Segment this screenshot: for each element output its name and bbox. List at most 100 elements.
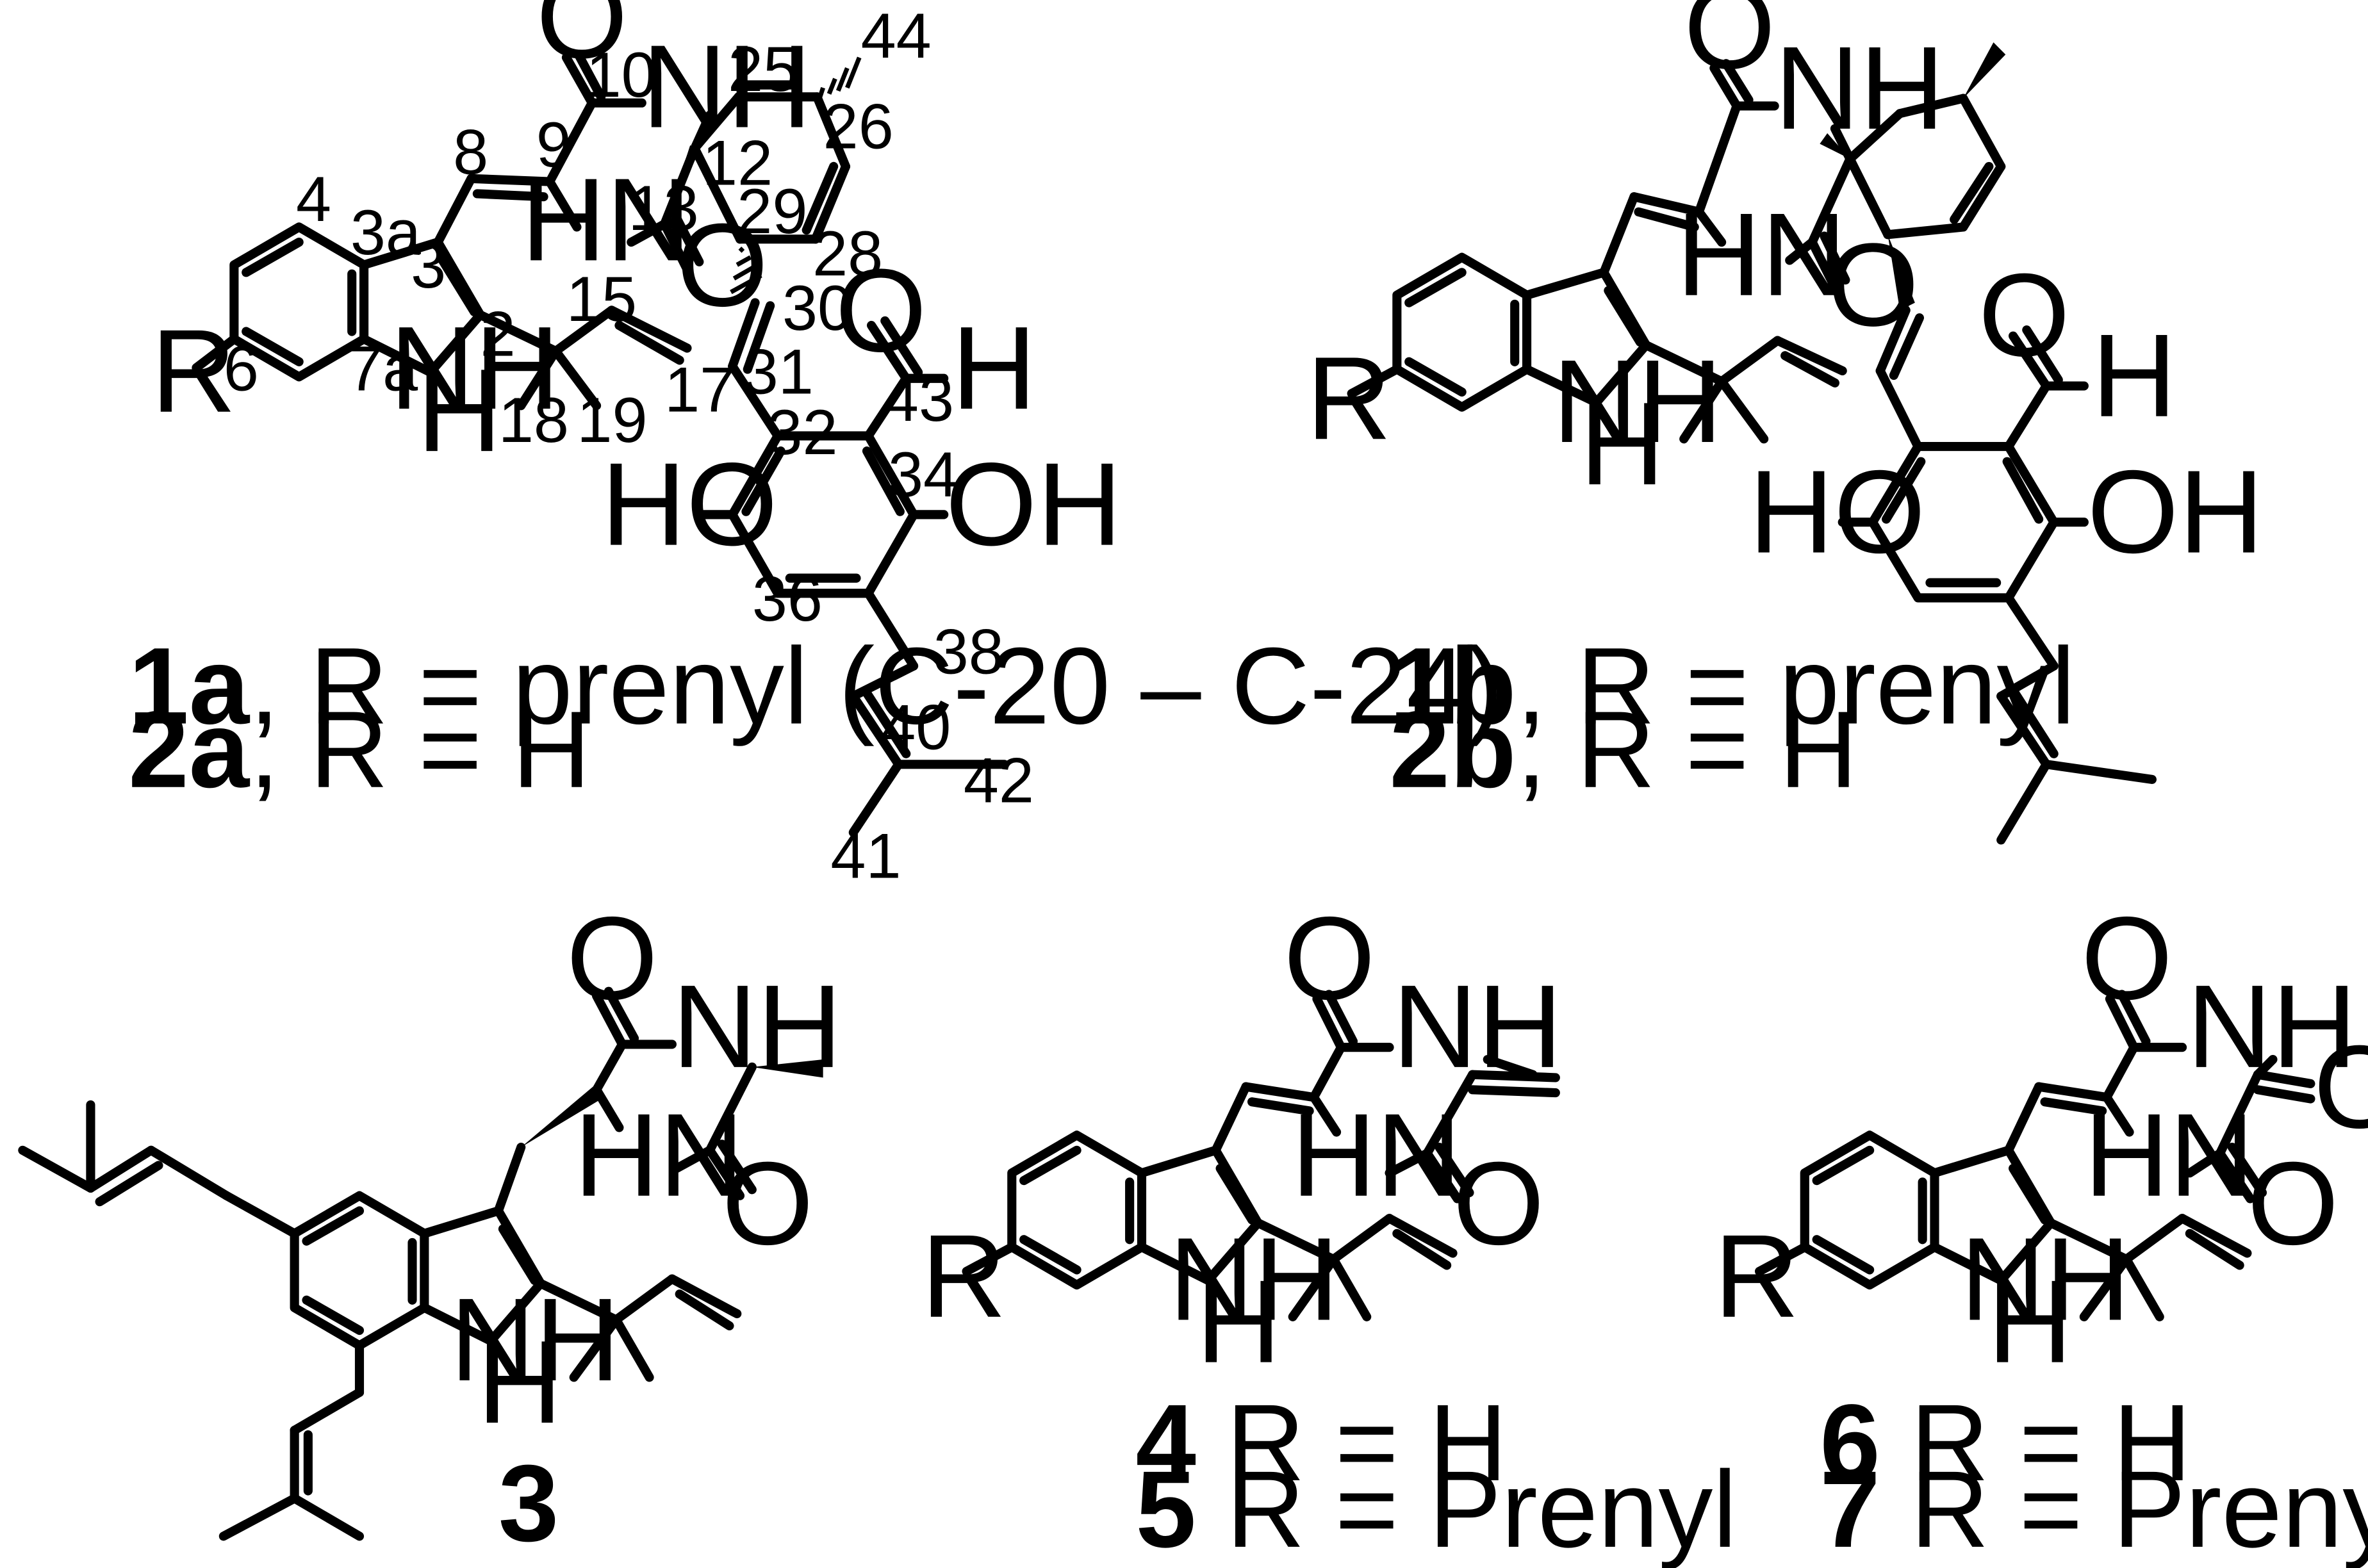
carbon-number: 2 xyxy=(481,298,516,370)
indole-nh-label: NH xyxy=(1552,336,1723,468)
r-group-label: R xyxy=(151,306,236,437)
amide-nh-label: NH xyxy=(672,961,843,1093)
amide-hn-label: HN xyxy=(2084,1090,2255,1221)
indole-nh-label: NH xyxy=(1961,1213,2131,1345)
caption-4: 4 R = H xyxy=(1136,1382,1508,1504)
carbon-numbering: 4 3a 3 8 9 10 25 26 12 13 29 28 30 31 32… xyxy=(224,34,1034,892)
r-group-label: R xyxy=(1714,1211,1799,1343)
hash-bond xyxy=(730,56,862,295)
oxygen-label: O xyxy=(1827,219,1919,351)
caption-1b: 1b, R = prenyl xyxy=(1390,625,2075,747)
hydroxyl-label: OH xyxy=(2087,446,2264,578)
wedge-bond xyxy=(1887,234,1915,311)
carbon-number: 40 xyxy=(880,692,951,764)
molecule-3: O NH HN O NH H 3 xyxy=(18,892,843,1565)
amide-nh-label: NH xyxy=(1392,961,1563,1093)
oxygen-label: O xyxy=(2081,892,2173,1024)
wedge-bond xyxy=(1963,42,2006,99)
molecule-6-7-bonds xyxy=(1755,990,2315,1321)
hydroxyl-label: OH xyxy=(946,438,1122,570)
carbon-number: 3 xyxy=(411,231,446,302)
carbon-number: 13 xyxy=(629,173,699,244)
caption-1a: 1a, R = prenyl (C-20 – C-24) xyxy=(128,625,1503,747)
molecule-1b-2b: O NH HN O NH H R O H HO OH 1b, R = preny… xyxy=(1306,0,2264,845)
aldehyde-oxygen-label: O xyxy=(835,245,927,377)
r-group-label: R xyxy=(921,1211,1007,1343)
carbon-number: 6 xyxy=(224,334,259,405)
carbon-number: 36 xyxy=(752,564,823,635)
amide-hn-label: HN xyxy=(521,154,691,286)
indole-h-label: H xyxy=(1987,1255,2073,1387)
molecule-1a-2a: O NH HN O NH H R O H HO OH 44 4 3a 3 8 9… xyxy=(128,0,1503,892)
carbon-number: 29 xyxy=(737,176,807,247)
caption-3: 3 xyxy=(498,1442,559,1564)
carbon-number: 25 xyxy=(728,34,798,105)
amide-nh-label: NH xyxy=(642,20,812,152)
carbon-number: 43 xyxy=(884,364,954,435)
carbon-number: 17 xyxy=(664,355,735,426)
aldehyde-h-label: H xyxy=(951,302,1037,434)
aldehyde-h-label: H xyxy=(2092,310,2177,442)
oxygen-label: O xyxy=(1284,892,1376,1024)
indole-nh-label: NH xyxy=(390,302,560,434)
imide-nh-label: NH xyxy=(2187,961,2357,1093)
carbon-number: 19 xyxy=(577,385,647,456)
hydroxyl-label: HO xyxy=(601,438,778,570)
hydroxyl-label: HO xyxy=(1749,446,1926,578)
carbon-number: 8 xyxy=(453,117,488,188)
aldehyde-oxygen-label: O xyxy=(1978,249,2070,381)
amide-nh-label: NH xyxy=(1775,22,1945,154)
carbon-number: 10 xyxy=(586,40,657,111)
caption-6: 6 R = H xyxy=(1820,1382,2191,1504)
wedge-bond xyxy=(521,1083,604,1148)
oxygen-label: O xyxy=(2247,1138,2339,1270)
amide-hn-label: HN xyxy=(574,1090,744,1221)
wedge-bond xyxy=(1820,133,1850,159)
carbon-number: 42 xyxy=(964,745,1034,816)
carbon-number: 18 xyxy=(498,385,569,456)
oxygen-label: O xyxy=(1453,1138,1545,1270)
carbon-number: 41 xyxy=(830,821,901,892)
carbon-number: 3a xyxy=(350,197,422,268)
carbon-number: 15 xyxy=(566,264,637,335)
molecule-4-5-bonds xyxy=(962,990,1560,1321)
indole-nh-label: NH xyxy=(450,1274,620,1406)
carbon-number: 32 xyxy=(767,397,837,468)
oxygen-label: O xyxy=(536,0,628,83)
r-group-label: R xyxy=(1306,332,1392,464)
carbon-number: 12 xyxy=(702,127,773,199)
indole-h-label: H xyxy=(477,1316,563,1448)
wedge-bond xyxy=(752,1059,823,1078)
caption-2a: 2a, R = H xyxy=(128,689,591,811)
caption-5: 5 R = Prenyl xyxy=(1136,1449,1737,1568)
carbon-number-44: 44 xyxy=(861,1,932,72)
caption-2b: 2b, R = H xyxy=(1390,689,1858,811)
oxygen-label: O xyxy=(566,892,658,1024)
carbon-number: 28 xyxy=(812,218,883,290)
amide-hn-label: HN xyxy=(1676,189,1846,321)
indole-nh-label: NH xyxy=(1169,1213,1339,1345)
molecule-1b-2b-bonds xyxy=(1347,59,2157,845)
carbon-number: 4 xyxy=(296,164,331,235)
amide-hn-label: HN xyxy=(1291,1090,1461,1221)
indole-h-label: H xyxy=(1580,378,1665,510)
molecule-3-bonds xyxy=(18,986,757,1541)
carbon-number: 38 xyxy=(933,616,1004,687)
carbon-number: 7a xyxy=(347,334,418,405)
caption-7: 7 R = Prenyl xyxy=(1820,1449,2368,1568)
carbon-number: 30 xyxy=(782,273,853,344)
molecule-4-5: O NH HN O NH H R 4 R = H 5 R = Prenyl xyxy=(921,892,1737,1568)
oxygen-label: O xyxy=(2314,1021,2368,1153)
carbon-number: 9 xyxy=(536,110,571,181)
carbon-number: 34 xyxy=(888,439,958,510)
wedge-bond xyxy=(664,145,700,224)
indole-h-label: H xyxy=(417,345,502,477)
molecule-1a-2a-bonds xyxy=(192,49,1009,837)
oxygen-label: O xyxy=(1684,0,1775,94)
indole-h-label: H xyxy=(1196,1255,1281,1387)
molecule-6-7: O NH O HN O NH H R 6 R = H 7 R = Prenyl xyxy=(1714,892,2368,1568)
carbon-number: 26 xyxy=(823,91,894,162)
oxygen-label: O xyxy=(677,199,768,331)
oxygen-label: O xyxy=(722,1138,814,1270)
